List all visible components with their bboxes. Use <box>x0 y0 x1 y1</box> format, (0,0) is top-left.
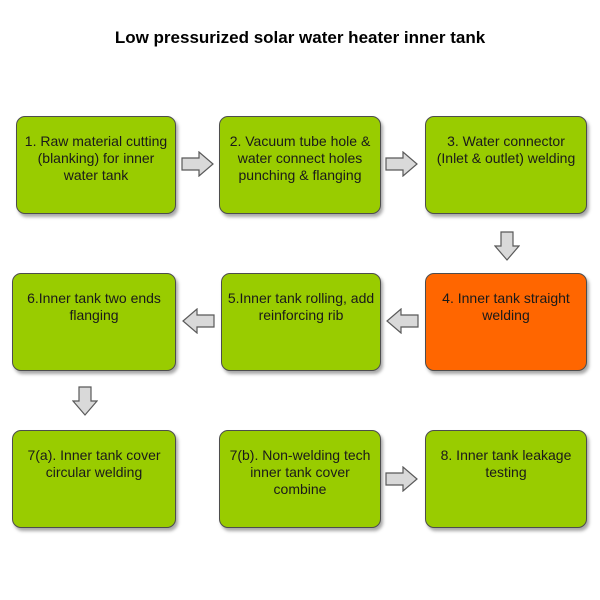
step-4-label: 4. Inner tank straight welding <box>442 290 570 323</box>
step-8-box: 8. Inner tank leakage testing <box>425 430 587 528</box>
step-5-label: 5.Inner tank rolling, add reinforcing ri… <box>227 290 375 323</box>
step-8-label: 8. Inner tank leakage testing <box>440 447 572 480</box>
step-5-box: 5.Inner tank rolling, add reinforcing ri… <box>221 273 381 371</box>
step-7a-label: 7(a). Inner tank cover circular welding <box>27 447 161 480</box>
arrow-down-icon <box>72 386 98 416</box>
arrow-left-icon <box>182 308 215 334</box>
step-1-label: 1. Raw material cutting (blanking) for i… <box>24 133 168 183</box>
step-6-box: 6.Inner tank two ends flanging <box>12 273 176 371</box>
diagram-title: Low pressurized solar water heater inner… <box>114 28 486 47</box>
arrow-right-icon <box>385 466 418 492</box>
step-3-label: 3. Water connector (Inlet & outlet) weld… <box>436 133 576 166</box>
step-7b-box: 7(b). Non-welding tech inner tank cover … <box>219 430 381 528</box>
step-2-box: 2. Vacuum tube hole & water connect hole… <box>219 116 381 214</box>
step-7b-label: 7(b). Non-welding tech inner tank cover … <box>229 447 371 497</box>
arrow-right-icon <box>181 151 214 177</box>
step-3-box: 3. Water connector (Inlet & outlet) weld… <box>425 116 587 214</box>
arrow-down-icon <box>494 231 520 261</box>
step-4-box: 4. Inner tank straight welding <box>425 273 587 371</box>
step-2-label: 2. Vacuum tube hole & water connect hole… <box>229 133 371 183</box>
step-7a-box: 7(a). Inner tank cover circular welding <box>12 430 176 528</box>
step-1-box: 1. Raw material cutting (blanking) for i… <box>16 116 176 214</box>
arrow-right-icon <box>385 151 418 177</box>
step-6-label: 6.Inner tank two ends flanging <box>27 290 161 323</box>
arrow-left-icon <box>386 308 419 334</box>
